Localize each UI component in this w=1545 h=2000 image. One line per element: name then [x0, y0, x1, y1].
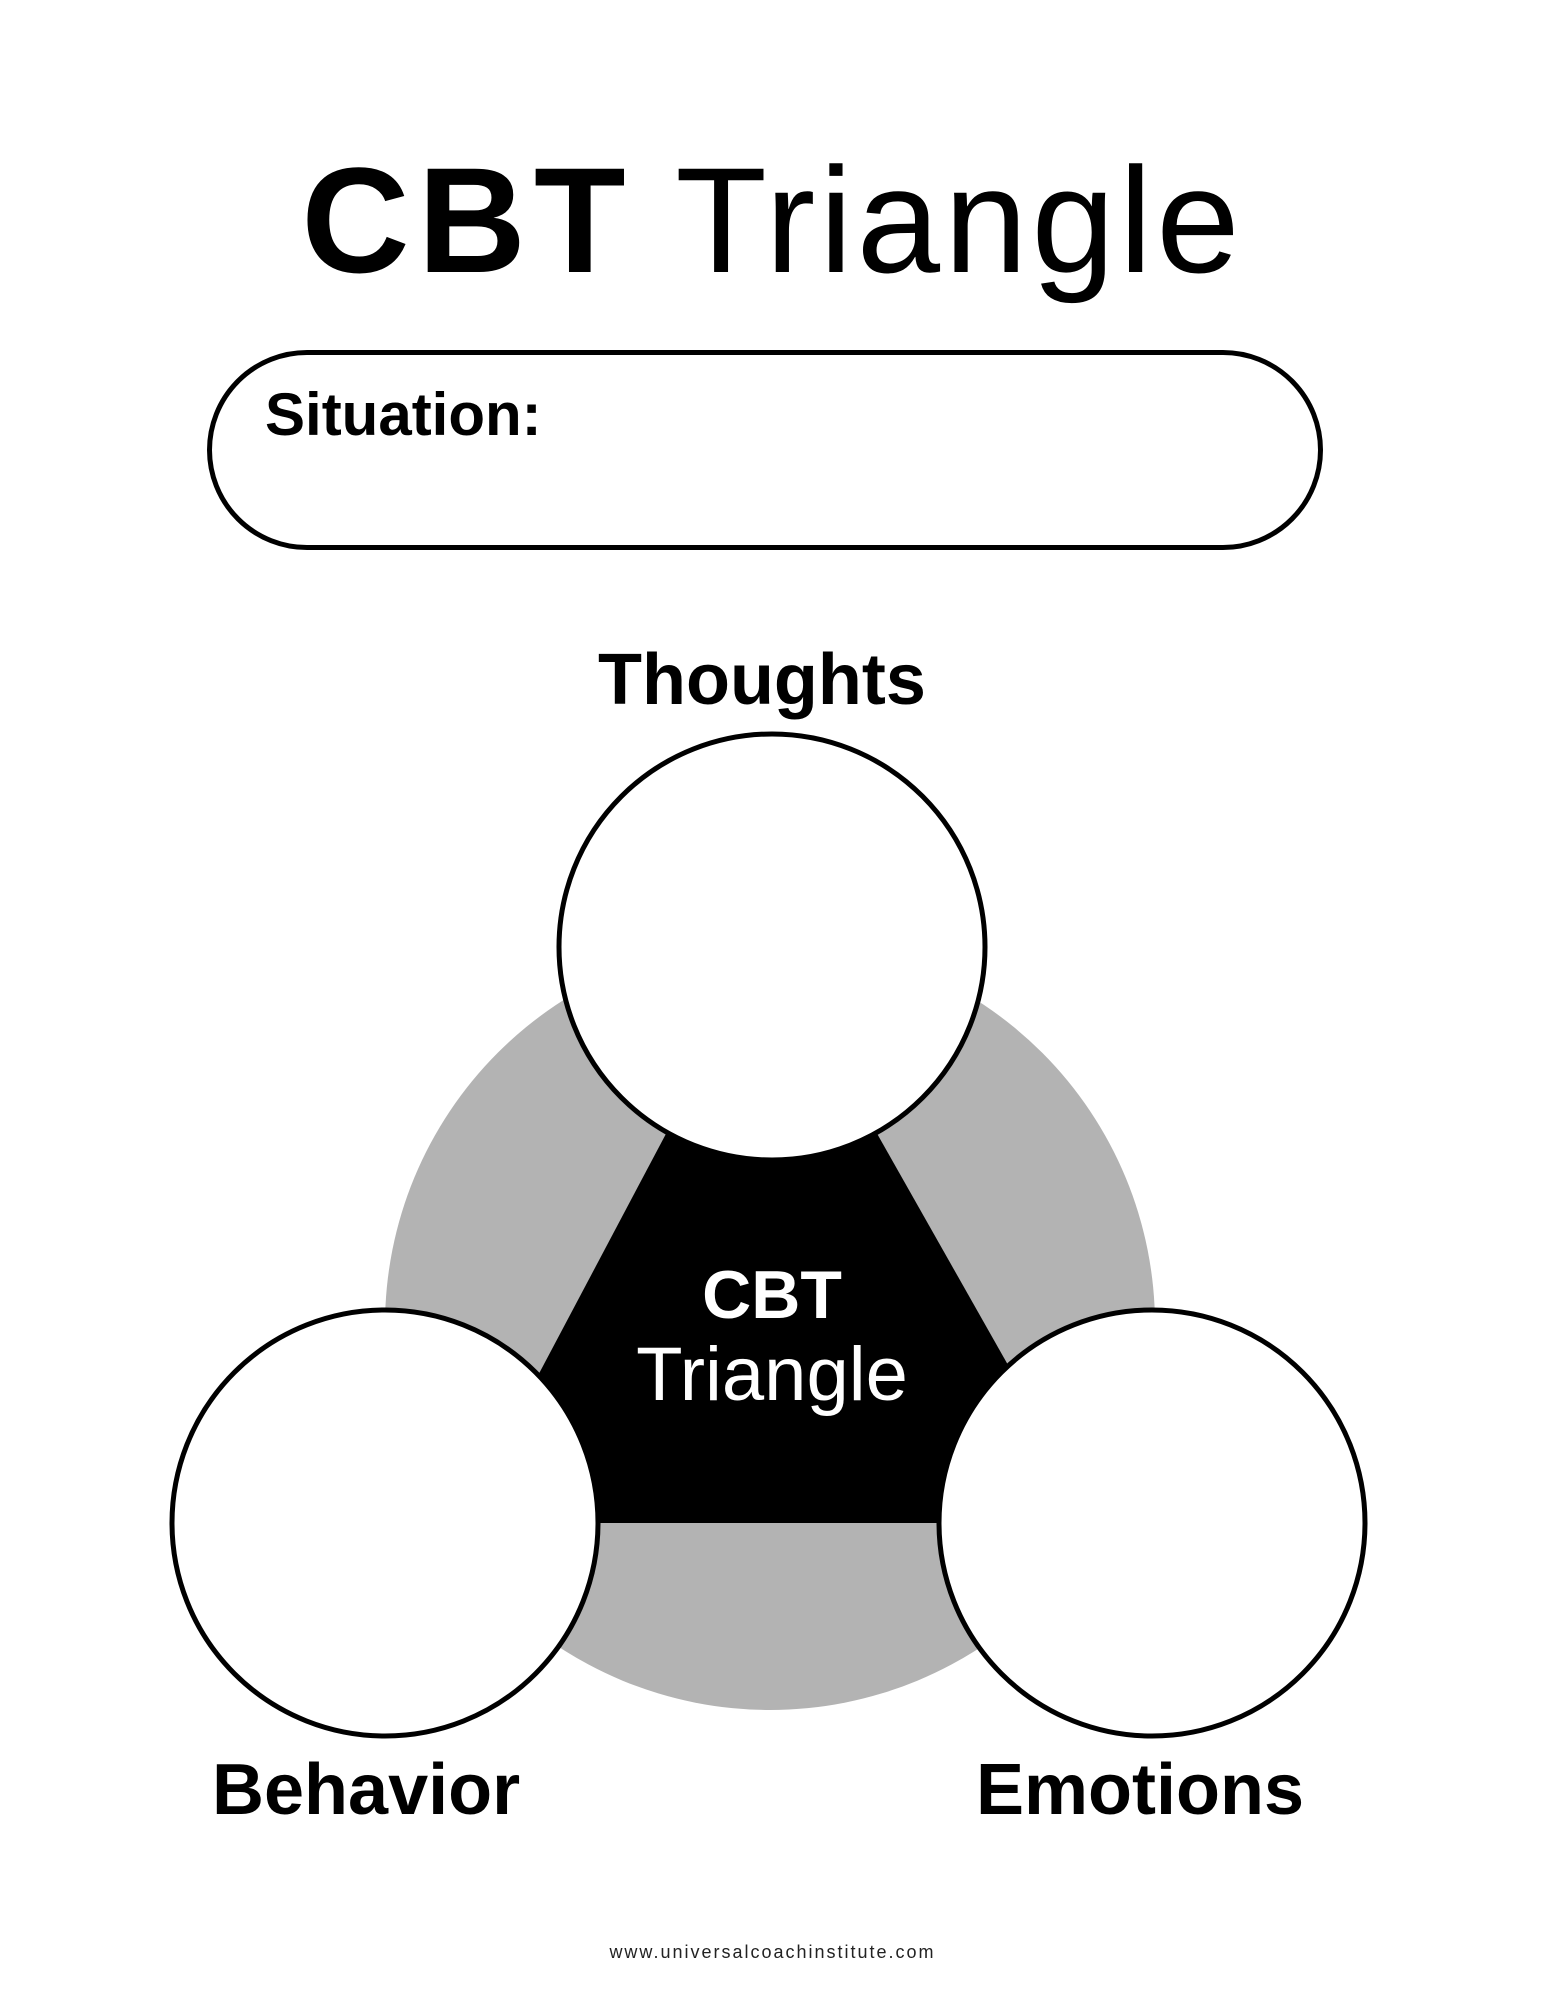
page-title: CBT Triangle: [0, 140, 1545, 300]
emotions-label: Emotions: [976, 1750, 1305, 1830]
behavior-label: Behavior: [212, 1750, 521, 1830]
center-label-line2: Triangle: [636, 1332, 908, 1417]
title-bold: CBT: [301, 136, 634, 304]
footer-website: www.universalcoachinstitute.com: [609, 1942, 936, 1962]
center-shape: [525, 1130, 1025, 1523]
emotions-circle[interactable]: [936, 1307, 1368, 1739]
thoughts-circle[interactable]: [556, 731, 988, 1163]
title-light: Triangle: [675, 136, 1244, 304]
situation-label: Situation:: [265, 381, 542, 448]
situation-field[interactable]: [207, 350, 1323, 550]
behavior-circle[interactable]: [169, 1307, 601, 1739]
thoughts-label: Thoughts: [598, 640, 926, 720]
center-label-line1: CBT: [702, 1257, 842, 1333]
